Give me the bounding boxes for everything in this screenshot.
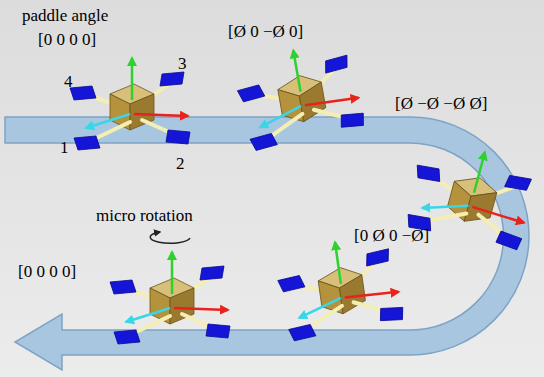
robot-cube [70, 58, 190, 150]
path-band [5, 117, 529, 370]
label-text: [0 Ø 0 −Ø] [354, 226, 429, 246]
callout-number: 1 [60, 138, 69, 158]
label-text: paddle angle [22, 6, 108, 26]
robot-cube [274, 234, 406, 342]
rotation-arrow [150, 232, 190, 243]
callout-number: 2 [176, 154, 185, 174]
callout-number: 3 [178, 54, 187, 74]
label-text: [Ø −Ø −Ø Ø] [395, 94, 487, 114]
callout-number: 4 [64, 72, 73, 92]
label-text: [Ø 0 −Ø 0] [228, 22, 303, 42]
label-text: [0 0 0 0] [18, 262, 76, 282]
label-text: [0 0 0 0] [38, 30, 96, 50]
robot-cube [110, 252, 230, 344]
label-text: micro rotation [96, 206, 193, 226]
robot-cube [232, 40, 366, 151]
